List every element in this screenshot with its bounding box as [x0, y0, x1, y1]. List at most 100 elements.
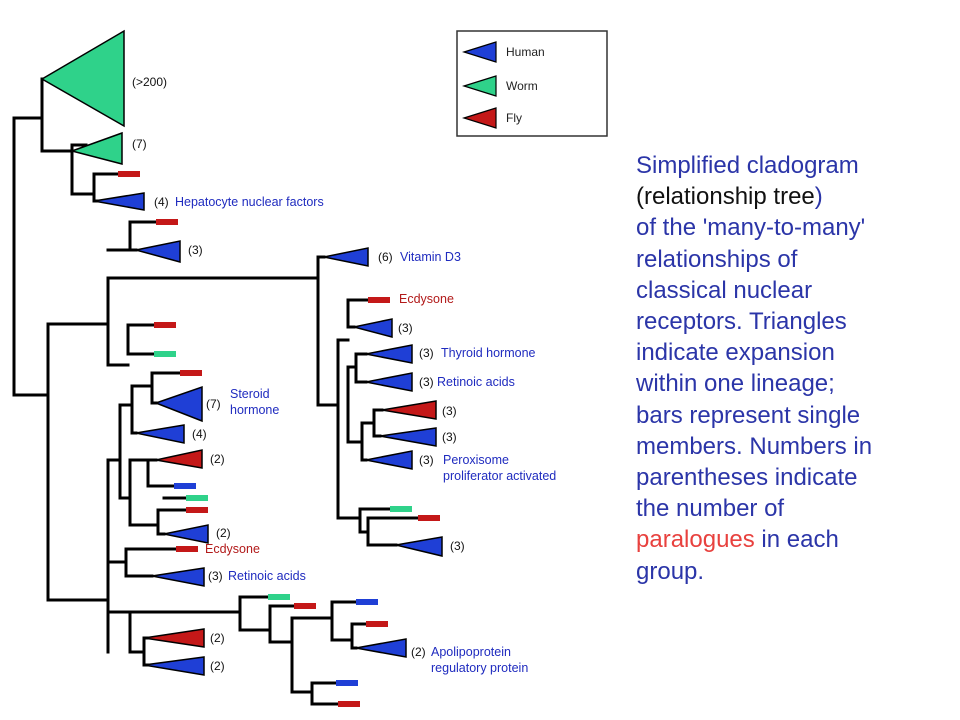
human-triangle-icon — [93, 192, 145, 211]
caption: Simplified cladogram (relationship tree)… — [636, 150, 956, 587]
human-bar — [356, 599, 378, 605]
human-triangle-icon — [153, 385, 203, 423]
caption-line: indicate expansion — [636, 339, 835, 367]
caption-highlight: paralogues — [636, 526, 755, 554]
worm-bar — [390, 506, 412, 512]
group-label-apolipoprotein: Apolipoprotein — [431, 645, 511, 659]
human-triangle-icon — [135, 240, 181, 263]
human-triangle-icon — [355, 638, 407, 658]
fly-bar — [154, 322, 176, 328]
group-label-thyroid: Thyroid hormone — [441, 346, 536, 360]
count-label: (2) — [210, 659, 225, 673]
count-label: (3) — [419, 453, 434, 467]
count-label: (6) — [378, 250, 393, 264]
red-triangle-icon — [461, 107, 497, 129]
fly-bar — [186, 507, 208, 513]
caption-line: group. — [636, 557, 705, 585]
human-triangle-icon — [365, 450, 413, 470]
count-label: (3) — [442, 430, 457, 444]
fly-bar — [176, 546, 198, 552]
human-bar — [336, 680, 358, 686]
caption-line: Simplified cladogram — [636, 152, 859, 179]
caption-line: bars represent single — [636, 401, 861, 429]
human-triangle-icon — [135, 424, 185, 444]
legend-label-fly: Fly — [506, 111, 522, 125]
fly-triangle-icon — [381, 400, 437, 420]
fly-triangle-icon — [143, 628, 205, 648]
human-triangle-icon — [379, 427, 437, 447]
group-label-ppar: proliferator activated — [443, 469, 556, 483]
human-triangle-icon — [143, 656, 205, 676]
human-triangle-icon — [353, 318, 393, 338]
group-label-ecdysone: Ecdysone — [399, 292, 454, 306]
count-label: (2) — [210, 631, 225, 645]
count-label: (2) — [411, 645, 426, 659]
human-triangle-icon — [151, 567, 205, 587]
count-label: (3) — [208, 569, 223, 583]
group-label-retinoic: Retinoic acids — [228, 569, 306, 583]
count-label: (3) — [419, 346, 434, 360]
tree-bars — [118, 171, 440, 707]
caption-line: (relationship tree) — [636, 181, 956, 212]
group-labels: Hepatocyte nuclear factors Vitamin D3 Ec… — [175, 195, 556, 675]
group-label-vitamin-d3: Vitamin D3 — [400, 250, 461, 264]
fly-bar — [118, 171, 140, 177]
caption-text: (relationship tree — [636, 183, 815, 211]
fly-bar — [156, 219, 178, 225]
tree-triangles — [40, 29, 443, 676]
count-label: (3) — [419, 375, 434, 389]
group-label-steroid: hormone — [230, 403, 279, 417]
count-label: (4) — [154, 195, 169, 209]
fly-triangle-icon — [155, 449, 203, 469]
human-triangle-icon — [365, 372, 413, 392]
group-label-hnf: Hepatocyte nuclear factors — [175, 195, 324, 209]
human-triangle-icon — [365, 344, 413, 364]
group-label-ppar: Peroxisome — [443, 453, 509, 467]
count-label: (3) — [450, 539, 465, 553]
count-labels: (>200) (7) (4) (3) (6) (3) (3) (3) (3) (… — [132, 75, 465, 673]
fly-bar — [338, 701, 360, 707]
group-label-apolipoprotein: regulatory protein — [431, 661, 528, 675]
blue-triangle-icon — [461, 41, 497, 63]
human-bar — [174, 483, 196, 489]
caption-line: relationships of — [636, 245, 798, 273]
count-label: (7) — [206, 397, 221, 411]
worm-bar — [186, 495, 208, 501]
caption-line: within one lineage; — [636, 370, 835, 398]
caption-line: classical nuclear — [636, 276, 813, 304]
count-label: (>200) — [132, 75, 167, 89]
group-label-retinoic: Retinoic acids — [437, 375, 515, 389]
caption-line: parentheses indicate — [636, 464, 858, 492]
count-label: (3) — [442, 404, 457, 418]
caption-line: paralogues in each — [636, 524, 956, 555]
worm-bar — [154, 351, 176, 357]
cladogram: (>200) (7) (4) (3) (6) (3) (3) (3) (3) (… — [12, 29, 608, 707]
caption-line: of the 'many-to-many' — [636, 214, 866, 242]
caption-line: receptors. Triangles — [636, 308, 847, 336]
caption-line: the number of — [636, 495, 785, 523]
green-triangle-icon — [461, 75, 497, 97]
group-label-ecdysone: Ecdysone — [205, 542, 260, 556]
count-label: (7) — [132, 137, 147, 151]
fly-bar — [368, 297, 390, 303]
caption-text: ) — [814, 183, 823, 211]
caption-line: members. Numbers in — [636, 432, 873, 460]
human-triangle-icon — [163, 524, 209, 544]
count-label: (3) — [398, 321, 413, 335]
fly-bar — [294, 603, 316, 609]
count-label: (3) — [188, 243, 203, 257]
worm-bar — [268, 594, 290, 600]
fly-bar — [366, 621, 388, 627]
human-triangle-icon — [323, 247, 369, 267]
count-label: (2) — [216, 526, 231, 540]
worm-triangle-icon — [40, 29, 125, 128]
legend: Human Worm Fly — [456, 30, 608, 137]
legend-label-worm: Worm — [506, 79, 538, 93]
worm-triangle-icon — [69, 131, 123, 165]
human-triangle-icon — [395, 536, 443, 557]
tree-branches — [12, 77, 420, 706]
fly-bar — [180, 370, 202, 376]
fly-bar — [418, 515, 440, 521]
legend-label-human: Human — [506, 45, 545, 59]
